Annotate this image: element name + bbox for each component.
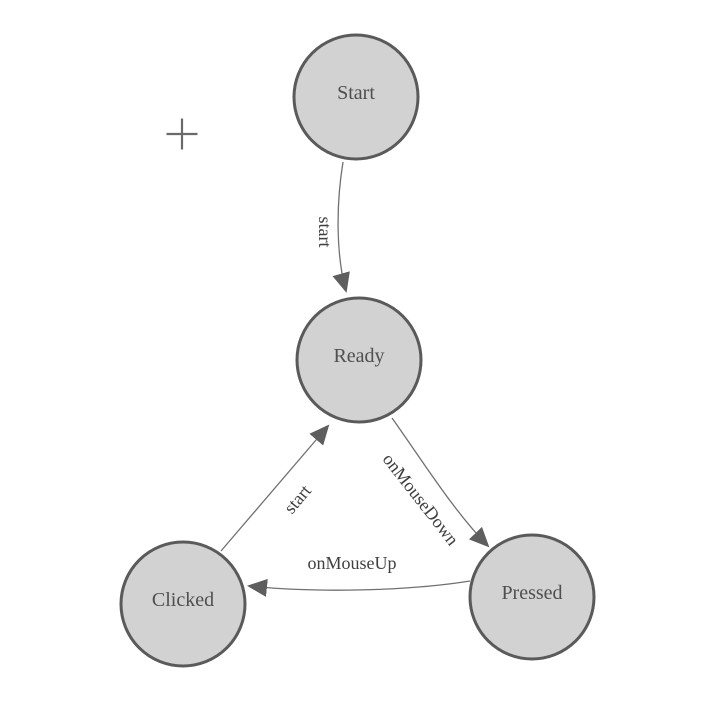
transition-path[interactable] [247, 578, 471, 597]
state-node-ready[interactable]: Ready [295, 296, 423, 424]
state-circle [292, 33, 420, 161]
transition-pressed-to-clicked[interactable]: onMouseUp [247, 553, 471, 597]
transition-label: start [280, 481, 315, 518]
transition-ready-to-pressed[interactable]: onMouseDown [379, 417, 490, 549]
state-label: Start [337, 82, 375, 104]
state-label: Pressed [501, 582, 562, 604]
origin-crosshair-icon [166, 118, 198, 150]
transition-clicked-to-ready[interactable]: start [220, 424, 330, 552]
state-label: Clicked [152, 589, 214, 611]
state-label: Ready [333, 345, 384, 367]
transition-label: onMouseDown [379, 449, 463, 549]
transition-path[interactable] [332, 161, 350, 293]
transition-label: onMouseUp [308, 553, 397, 573]
state-node-start[interactable]: Start [292, 33, 420, 161]
state-node-clicked[interactable]: Clicked [119, 540, 247, 668]
transition-path[interactable] [391, 417, 490, 548]
state-node-pressed[interactable]: Pressed [468, 533, 596, 661]
transition-label: start [315, 217, 335, 248]
state-circle [295, 296, 423, 424]
transition-path[interactable] [220, 424, 330, 552]
state-circle [119, 540, 247, 668]
state-circle [468, 533, 596, 661]
transition-start-to-ready[interactable]: start [315, 161, 350, 293]
